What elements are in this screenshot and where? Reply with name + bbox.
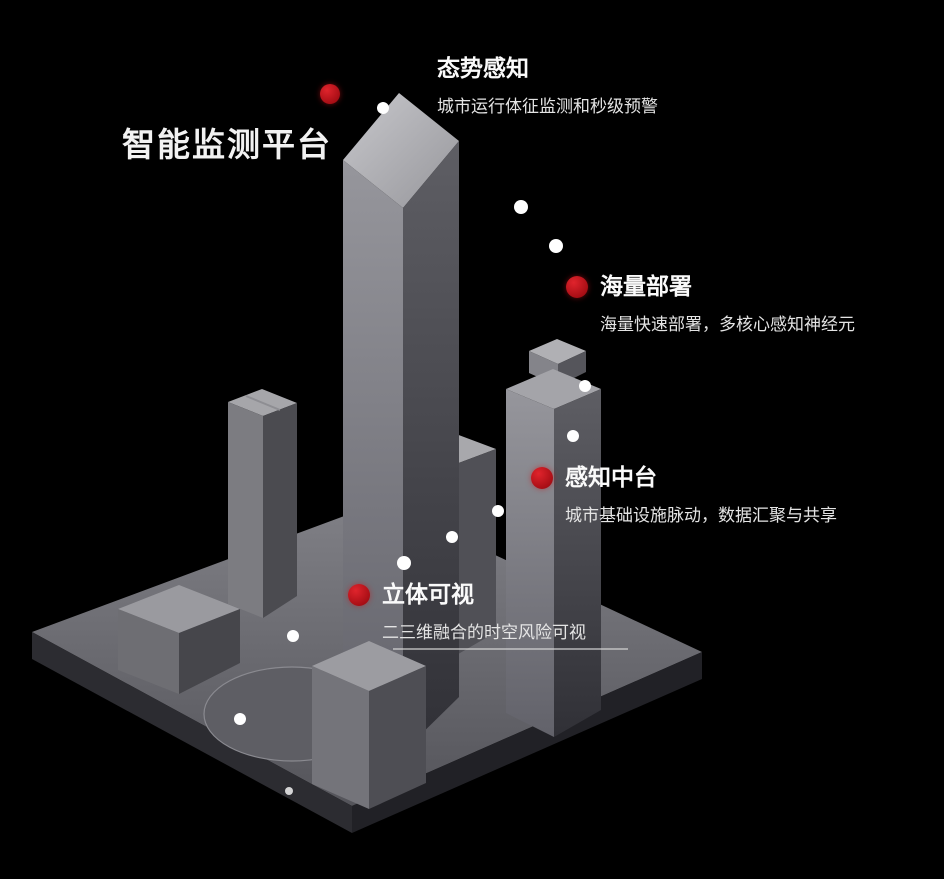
feature-desc: 海量快速部署，多核心感知神经元 bbox=[600, 314, 855, 334]
page-title: 智能监测平台 bbox=[122, 126, 332, 163]
trail-dot bbox=[514, 200, 528, 214]
trail-dot bbox=[285, 787, 293, 795]
feature-label: 感知中台 bbox=[565, 464, 657, 490]
trail-dot bbox=[377, 102, 389, 114]
feature-situational-awareness: 态势感知 城市运行体征监测和秒级预警 bbox=[437, 54, 658, 119]
trail-dots bbox=[234, 102, 591, 795]
title-marker-dot bbox=[320, 84, 340, 104]
feature-marker-dot bbox=[531, 467, 553, 489]
feature-marker-dot bbox=[348, 584, 370, 606]
trail-dot bbox=[446, 531, 458, 543]
building-right-tower bbox=[506, 339, 601, 737]
feature-marker-dot bbox=[566, 276, 588, 298]
building-central-tower bbox=[343, 93, 459, 752]
trail-dot bbox=[567, 430, 579, 442]
trail-dot bbox=[397, 556, 411, 570]
feature-label: 态势感知 bbox=[437, 55, 529, 81]
building-left-tower bbox=[228, 389, 297, 618]
trail-dot bbox=[287, 630, 299, 642]
building-front-box bbox=[312, 641, 426, 809]
trail-dot bbox=[579, 380, 591, 392]
feature-mass-deployment: 海量部署 海量快速部署，多核心感知神经元 bbox=[566, 272, 855, 337]
feature-desc: 城市运行体征监测和秒级预警 bbox=[437, 96, 658, 116]
feature-label: 海量部署 bbox=[600, 273, 692, 299]
feature-label: 立体可视 bbox=[382, 581, 474, 607]
feature-3d-visualization: 立体可视 二三维融合的时空风险可视 bbox=[348, 580, 586, 645]
trail-dot bbox=[234, 713, 246, 725]
trail-dot bbox=[492, 505, 504, 517]
trail-dot bbox=[549, 239, 563, 253]
building-left-lowbox bbox=[118, 585, 240, 694]
feature-desc: 二三维融合的时空风险可视 bbox=[382, 622, 586, 642]
feature-perception-platform: 感知中台 城市基础设施脉动，数据汇聚与共享 bbox=[531, 463, 837, 528]
feature-desc: 城市基础设施脉动，数据汇聚与共享 bbox=[565, 505, 837, 525]
